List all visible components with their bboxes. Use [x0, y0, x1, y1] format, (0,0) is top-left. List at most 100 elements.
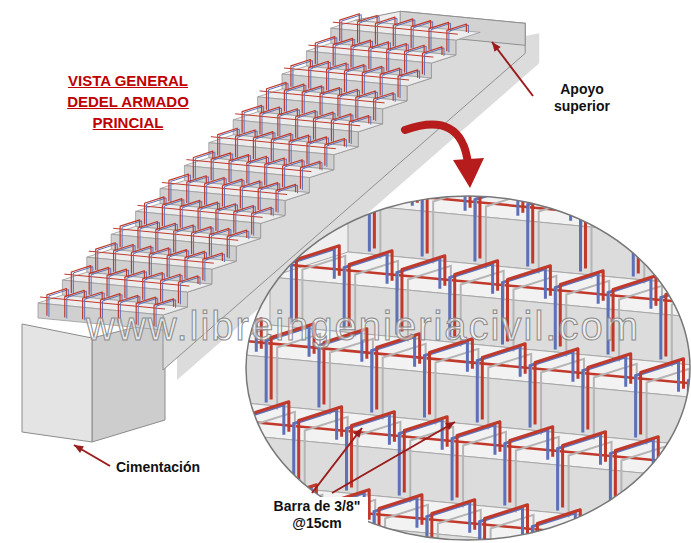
watermark: www.libreingenieriacivil.com	[86, 304, 640, 349]
stirrup-bar	[145, 197, 165, 224]
stirrup-shadow	[649, 530, 691, 543]
stirrup-bar	[398, 70, 418, 97]
riser	[504, 58, 691, 196]
stirrup-bar	[684, 45, 691, 121]
stirrup-bar	[358, 15, 378, 42]
stirrup-bar	[180, 200, 200, 227]
stirrup-bar	[374, 173, 417, 249]
stirrup-shadow	[617, 125, 660, 201]
longitudinal-bar	[426, 117, 691, 207]
stirrup-bar	[291, 60, 311, 87]
stirrup-bar	[284, 84, 304, 111]
stirrup-bar	[267, 82, 287, 109]
stirrup-bar	[480, 183, 523, 259]
stirrup-bar	[289, 135, 309, 162]
stirrup-shadow	[121, 480, 164, 543]
stirrup-bar	[107, 269, 127, 296]
stirrup-shadow	[592, 203, 635, 279]
stirrup-bar	[668, 442, 691, 518]
stirrup-bar	[161, 274, 181, 301]
stirrup-bar	[187, 176, 207, 203]
stirrup-bar	[185, 251, 205, 278]
stirrup-bar	[352, 412, 395, 488]
stirrup-bar	[558, 110, 601, 186]
stirrup-bar	[140, 392, 183, 468]
stirrup-bar	[427, 178, 470, 254]
stirrup-bar	[265, 158, 285, 185]
stirrup-bar	[340, 14, 360, 41]
stirrup-bar	[563, 432, 606, 508]
stirrup-bar	[663, 445, 691, 521]
stirrup-shadow	[644, 208, 687, 284]
stirrup-shadow	[199, 407, 242, 483]
stirrup-bar	[57, 468, 100, 543]
stirrup-bar	[331, 114, 351, 141]
stirrup-bar	[314, 112, 334, 139]
stirrup-bar	[96, 243, 116, 270]
stirrup-bar	[278, 109, 298, 136]
stirrup-bar	[198, 202, 218, 229]
stirrup-bar	[138, 222, 158, 249]
stirrup-bar	[661, 0, 691, 35]
stirrup-bar	[302, 86, 322, 113]
stirrup-bar	[666, 281, 691, 357]
stirrup-bar	[374, 93, 394, 120]
stirrup-bar	[162, 199, 182, 226]
stirrup-bar	[307, 137, 327, 164]
arrow-head	[453, 158, 484, 188]
stirrup-bar	[664, 120, 691, 196]
stirrup-bar	[380, 68, 400, 95]
leader-line	[492, 42, 533, 96]
zoom-arrow	[405, 125, 484, 188]
stirrup-bar	[300, 161, 320, 188]
stirrup-bar	[349, 116, 369, 143]
stirrup-bar	[500, 108, 543, 184]
stirrup-bar	[299, 407, 342, 483]
callout-label: Apoyo superior	[538, 80, 626, 116]
stirrup-shadow	[564, 120, 607, 196]
stirrup-shadow	[539, 198, 582, 274]
stirrup-bar	[356, 91, 376, 118]
riser	[36, 496, 691, 543]
stirrup-bar	[227, 230, 247, 257]
stirrup-bar	[115, 470, 158, 543]
stirrup-bar	[535, 349, 578, 425]
stirrup-bar	[588, 354, 631, 430]
stirrup-bar	[193, 151, 213, 178]
stirrup-bar	[169, 174, 189, 201]
arrow-head	[353, 428, 362, 438]
stirrup-bar	[636, 37, 679, 113]
arrow-head	[492, 42, 501, 52]
stirrup-bar	[387, 43, 407, 70]
longitudinal-bar	[504, 44, 691, 134]
stirrup-bar	[643, 520, 686, 543]
stirrup-bar	[240, 181, 260, 208]
stirrup-bar	[315, 37, 335, 64]
stirrup-shadow	[667, 0, 691, 45]
stirrup-bar	[411, 21, 431, 48]
stirrup-bar	[296, 110, 316, 137]
stirrup-bar	[192, 227, 212, 254]
stirrup-bar	[89, 267, 109, 294]
callout-label: Barra de 3/8" @15cm	[266, 497, 368, 533]
stirrup-bar	[686, 206, 691, 282]
tread	[660, 0, 691, 2]
tread	[582, 0, 691, 75]
stirrup-bar	[242, 105, 262, 132]
foundation-front	[22, 324, 92, 442]
stirrup-bar	[447, 24, 467, 51]
stirrup-bar	[236, 130, 256, 157]
stirrup-shadow	[596, 525, 639, 543]
stirrup-bar	[659, 123, 691, 199]
stirrup-bar	[333, 38, 353, 65]
stirrup-bar	[606, 118, 649, 194]
stirrup-bar	[482, 344, 525, 420]
stirrup-bar	[0, 538, 27, 543]
stirrup-bar	[168, 475, 211, 543]
stirrup-bar	[216, 483, 259, 543]
stirrup-bar	[62, 465, 105, 541]
stirrup-bar	[432, 500, 475, 543]
stirrup-bar	[218, 128, 238, 155]
